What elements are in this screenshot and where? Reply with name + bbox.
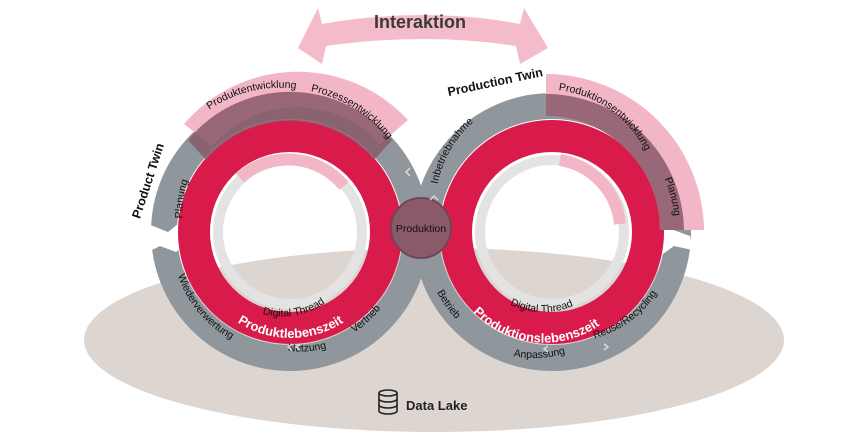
- product-twin-top-wedge: [184, 71, 408, 146]
- production-digital-thread-ring: [475, 155, 629, 309]
- production-center-label: Produktion: [396, 223, 446, 235]
- production-twin-title: Production Twin: [446, 65, 544, 99]
- production-phase-anpassung: Anpassung: [513, 345, 566, 361]
- product-twin-top-wedge-dark: [188, 91, 392, 160]
- product-phase-nutzung: Nutzung: [287, 339, 327, 354]
- product-inner-pink-arc: [235, 153, 349, 190]
- production-inner-pink-arc: [558, 154, 626, 225]
- production-center-circle: [390, 197, 452, 259]
- interaction-arrow: [298, 8, 548, 64]
- data-lake-label: Data Lake: [406, 398, 467, 413]
- interaction-label: Interaktion: [374, 12, 466, 32]
- product-red-ring: [178, 120, 402, 344]
- ring-chevrons: [286, 167, 610, 353]
- database-icon: [378, 389, 398, 415]
- production-red-ring: [440, 120, 664, 344]
- production-twin-right-wedge-dark: [546, 94, 684, 230]
